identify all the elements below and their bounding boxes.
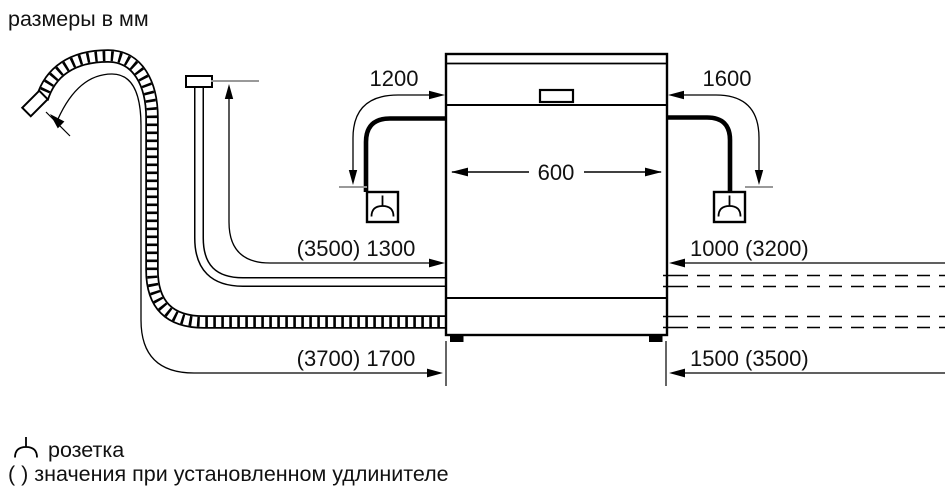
arrow-down — [754, 170, 764, 185]
left-foot — [450, 335, 464, 342]
arrow-left — [669, 258, 685, 268]
page-title: размеры в мм — [8, 7, 149, 31]
cord-right-label: 1600 — [703, 66, 752, 91]
arrow-left — [668, 90, 684, 100]
dishwasher-front-view — [444, 52, 669, 342]
door-handle — [538, 88, 575, 104]
drain-hose-label: (3700) 1700 — [297, 346, 416, 371]
socket-legend-label: розетка — [48, 438, 124, 462]
extension-note: ( ) значения при установленном удлинител… — [8, 462, 449, 486]
right-drain-hose-dashed — [663, 315, 945, 329]
supply-hose-end-cap — [185, 75, 213, 88]
arrow-right — [429, 258, 445, 268]
drain-hose-end-cap — [20, 89, 50, 118]
arrow-right — [427, 368, 443, 378]
drain-hose-dimension: (3700) 1700 — [45, 73, 447, 386]
power-cord-left — [363, 116, 450, 192]
cord-left-label: 1200 — [370, 66, 419, 91]
cord-left-dimension: 1200 — [339, 66, 445, 188]
socket-icon — [712, 190, 747, 224]
cap-extension-line — [45, 111, 71, 137]
right-supply-dimension: 1000 (3200) — [669, 236, 945, 268]
right-supply-hose-dashed — [663, 274, 945, 288]
width-dimension: 600 — [451, 160, 662, 185]
arrow-left — [669, 368, 685, 378]
supply-hose-dimension: (3500) 1300 — [211, 80, 445, 268]
right-foot — [649, 335, 663, 342]
socket-legend-icon — [14, 437, 38, 458]
arrow-left — [451, 167, 468, 177]
right-drain-label: 1500 (3500) — [690, 346, 809, 371]
legend: розетка ( ) значения при установленном у… — [8, 437, 449, 486]
arrow-down — [348, 170, 358, 185]
power-cord-right — [663, 115, 733, 192]
width-label: 600 — [538, 160, 575, 185]
arrow-up — [224, 84, 234, 99]
arrow-to-cap — [50, 114, 65, 129]
right-drain-dimension: 1500 (3500) — [665, 341, 945, 386]
arrow-right — [645, 167, 662, 177]
socket-icon — [365, 190, 400, 224]
arrow-right — [429, 90, 445, 100]
supply-hose-label: (3500) 1300 — [297, 236, 416, 261]
cord-right-dimension: 1600 — [668, 66, 773, 188]
drain-hose — [20, 49, 450, 329]
right-supply-label: 1000 (3200) — [690, 236, 809, 261]
